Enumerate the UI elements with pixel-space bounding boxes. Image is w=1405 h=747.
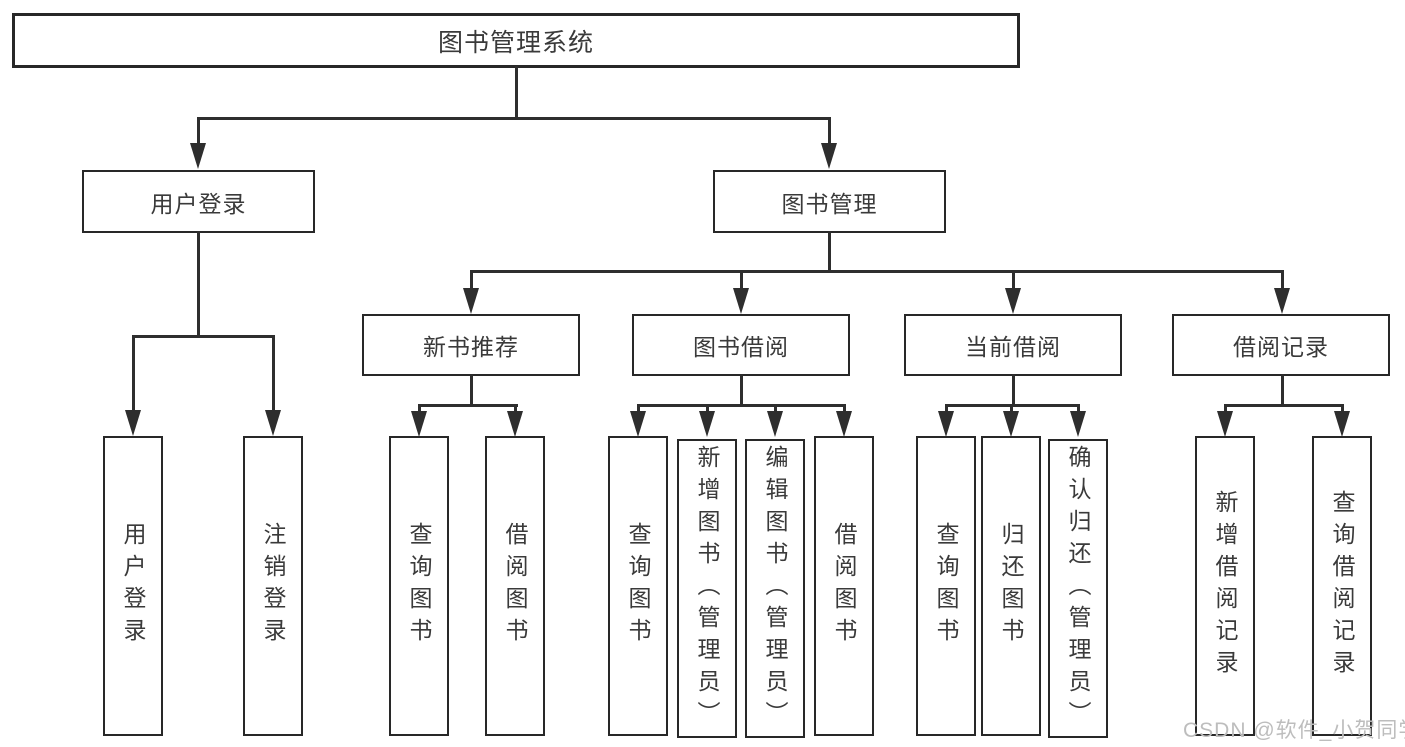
arrow-down-icon (1070, 411, 1086, 437)
arrow-down-icon (1005, 288, 1021, 314)
arrow-down-icon (836, 411, 852, 437)
leaf-return-books: 归还图书 (981, 436, 1041, 736)
node-user-login: 用户登录 (82, 170, 315, 233)
connector-line (418, 404, 421, 414)
arrow-down-icon (699, 411, 715, 437)
leaf-logout: 注销登录 (243, 436, 303, 736)
arrow-down-icon (190, 143, 206, 169)
arrow-down-icon (1217, 411, 1233, 437)
connector-line (1341, 404, 1344, 414)
leaf-user-login: 用户登录 (103, 436, 163, 736)
node-label: 新增借阅记录 (1212, 490, 1238, 682)
node-library-system: 图书管理系统 (12, 13, 1020, 68)
connector-line (706, 404, 709, 414)
node-label: 图书借阅 (693, 334, 789, 360)
leaf-add-borrow-record: 新增借阅记录 (1195, 436, 1255, 736)
arrow-down-icon (733, 288, 749, 314)
leaf-borrow-books-borrowing: 借阅图书 (814, 436, 874, 736)
leaf-borrow-books-recommend: 借阅图书 (485, 436, 545, 736)
node-label: 借阅图书 (502, 522, 528, 650)
connector-line (637, 404, 846, 407)
csdn-watermark: CSDN @软件_小贺同学 (1183, 719, 1405, 742)
arrow-down-icon (125, 410, 141, 436)
node-label: 查询借阅记录 (1329, 490, 1355, 682)
arrow-down-icon (1003, 411, 1019, 437)
connector-line (272, 335, 275, 411)
node-label: 图书管理 (781, 190, 878, 217)
node-label: 查询图书 (625, 522, 651, 650)
connector-line (132, 335, 135, 411)
connector-line (1281, 374, 1284, 406)
connector-line (197, 117, 200, 145)
connector-line (945, 404, 948, 414)
node-label: 注销登录 (260, 522, 286, 650)
arrow-down-icon (821, 143, 837, 169)
connector-line (470, 270, 1284, 273)
connector-line (828, 231, 831, 273)
node-label: 图书管理系统 (437, 28, 594, 57)
node-label: 查询图书 (406, 522, 432, 650)
node-book-borrowing: 图书借阅 (632, 314, 850, 376)
connector-line (1077, 404, 1080, 414)
arrow-down-icon (630, 411, 646, 437)
connector-line (740, 270, 743, 292)
connector-line (828, 117, 831, 145)
node-label: 确认归还（管理员） (1065, 444, 1091, 733)
arrow-down-icon (507, 411, 523, 437)
leaf-query-books-borrowing: 查询图书 (608, 436, 668, 736)
connector-line (197, 231, 200, 337)
node-label: 编辑图书（管理员） (762, 444, 788, 733)
connector-line (1281, 270, 1284, 292)
leaf-query-books-current: 查询图书 (916, 436, 976, 736)
node-new-book-recommend: 新书推荐 (362, 314, 580, 376)
arrow-down-icon (1334, 411, 1350, 437)
connector-line (843, 404, 846, 414)
arrow-down-icon (463, 288, 479, 314)
connector-line (1010, 404, 1013, 414)
arrow-down-icon (938, 411, 954, 437)
node-current-borrowing: 当前借阅 (904, 314, 1122, 376)
connector-line (514, 404, 517, 414)
connector-line (418, 404, 518, 407)
connector-line (515, 66, 518, 118)
node-book-management: 图书管理 (713, 170, 946, 233)
node-label: 归还图书 (998, 522, 1024, 650)
connector-line (1224, 404, 1344, 407)
node-label: 借阅图书 (831, 522, 857, 650)
arrow-down-icon (411, 411, 427, 437)
connector-line (740, 374, 743, 406)
leaf-query-borrow-record: 查询借阅记录 (1312, 436, 1372, 736)
node-label: 新增图书（管理员） (694, 444, 720, 733)
connector-line (197, 117, 831, 120)
arrow-down-icon (265, 410, 281, 436)
arrow-down-icon (767, 411, 783, 437)
leaf-confirm-return-admin: 确认归还（管理员） (1048, 439, 1108, 738)
node-label: 查询图书 (933, 522, 959, 650)
connector-line (1012, 270, 1015, 292)
node-label: 当前借阅 (965, 334, 1061, 360)
connector-line (132, 335, 275, 338)
connector-line (637, 404, 640, 414)
connector-line (470, 270, 473, 292)
leaf-edit-books-admin: 编辑图书（管理员） (745, 439, 805, 738)
node-borrowing-records: 借阅记录 (1172, 314, 1390, 376)
leaf-query-books-recommend: 查询图书 (389, 436, 449, 736)
node-label: 用户登录 (120, 522, 146, 650)
connector-line (1224, 404, 1227, 414)
connector-line (1012, 374, 1015, 406)
node-label: 借阅记录 (1233, 334, 1329, 360)
leaf-add-books-admin: 新增图书（管理员） (677, 439, 737, 738)
connector-line (774, 404, 777, 414)
arrow-down-icon (1274, 288, 1290, 314)
node-label: 新书推荐 (423, 334, 519, 360)
connector-line (470, 374, 473, 406)
node-label: 用户登录 (150, 190, 247, 217)
